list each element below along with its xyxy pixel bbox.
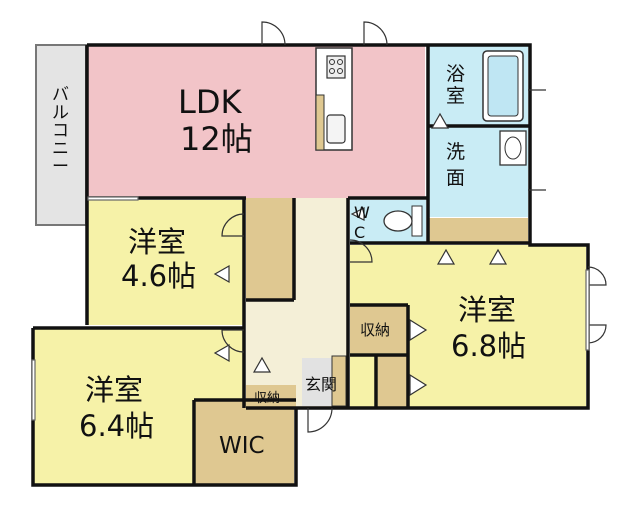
stove-icon (326, 55, 346, 79)
storage-east-lower (378, 356, 408, 408)
toilet-icon (383, 210, 413, 232)
washer-space (428, 218, 528, 242)
toilet-tank-icon (411, 205, 423, 237)
sink-icon (326, 114, 346, 144)
storage-east-label: 収納 (360, 321, 390, 339)
bath-label: 浴室 (446, 63, 465, 107)
kitchen-counter-edge (315, 94, 325, 151)
door-swings (221, 21, 607, 433)
closet-north (246, 198, 294, 300)
room-ldk (87, 45, 425, 198)
room-western-north (87, 200, 244, 325)
entrance-label: 玄関 (305, 375, 337, 394)
western-south-size: 6.4帖 (79, 409, 154, 443)
western-north-name: 洋室 (128, 225, 186, 259)
western-south-name: 洋室 (85, 373, 143, 407)
door-arrows (213, 112, 508, 397)
windows (31, 196, 590, 421)
balcony-label: バルコニー (52, 85, 69, 177)
western-north-size: 4.6帖 (121, 259, 196, 293)
western-east-size: 6.8帖 (451, 329, 526, 363)
ldk-size: 12帖 (180, 120, 253, 158)
room-wic (196, 400, 294, 485)
wic-label: WIC (219, 433, 265, 459)
shoe-cabinet (331, 355, 347, 407)
western-east-name: 洋室 (458, 293, 516, 327)
washroom-label: 洗面 (446, 141, 465, 189)
ldk-name: LDK (178, 83, 242, 121)
walls (31, 43, 590, 487)
balcony (35, 44, 87, 226)
storage-east (350, 305, 408, 353)
